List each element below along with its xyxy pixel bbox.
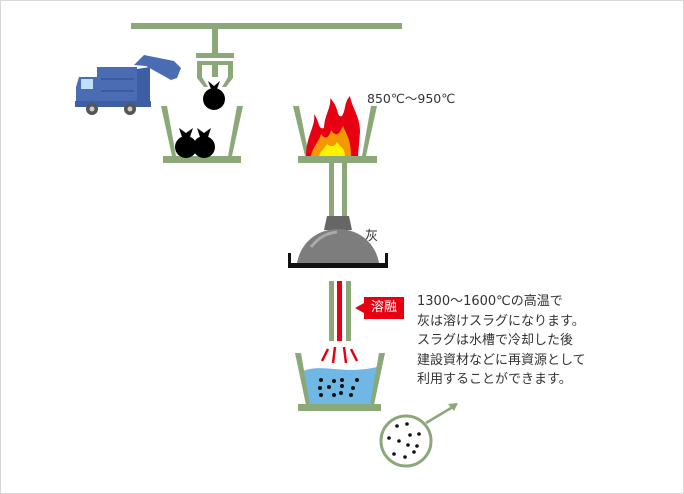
description-line: 利用することができます。 — [417, 372, 572, 387]
description-text: 1300～1600℃の高温で 灰は溶けスラグになります。 スラグは水槽で冷却した… — [417, 292, 586, 390]
crane-rail — [131, 23, 402, 29]
molten-slag-flow — [337, 281, 342, 341]
melting-label: 溶融 — [355, 297, 404, 319]
pipe — [342, 163, 347, 218]
ash-label: 灰 — [365, 229, 379, 244]
garbage-bag-icon — [203, 81, 225, 110]
garbage-pit — [161, 106, 243, 163]
pipe — [329, 281, 334, 341]
description-line: 灰は溶けスラグになります。 — [417, 313, 585, 329]
ash-melting-furnace — [288, 216, 388, 268]
garbage-truck-icon — [75, 55, 181, 115]
crane-claw — [196, 29, 234, 87]
garbage-bags-icon — [175, 128, 215, 158]
pipe — [329, 163, 334, 218]
magnified-slag — [379, 403, 458, 468]
description-line: スラグは水槽で冷却した後 — [417, 333, 574, 348]
description-line: 1300～1600℃の高温で — [417, 294, 563, 309]
description-line: 建設資材などに再資源として — [417, 352, 586, 368]
incinerator — [293, 106, 377, 163]
fire-icon — [306, 96, 360, 156]
furnace-temperature-label: 850℃～950℃ — [367, 91, 456, 106]
slag-particles — [318, 378, 359, 397]
molten-spray — [320, 346, 359, 364]
pipe — [346, 281, 351, 341]
water-tank — [295, 353, 385, 411]
